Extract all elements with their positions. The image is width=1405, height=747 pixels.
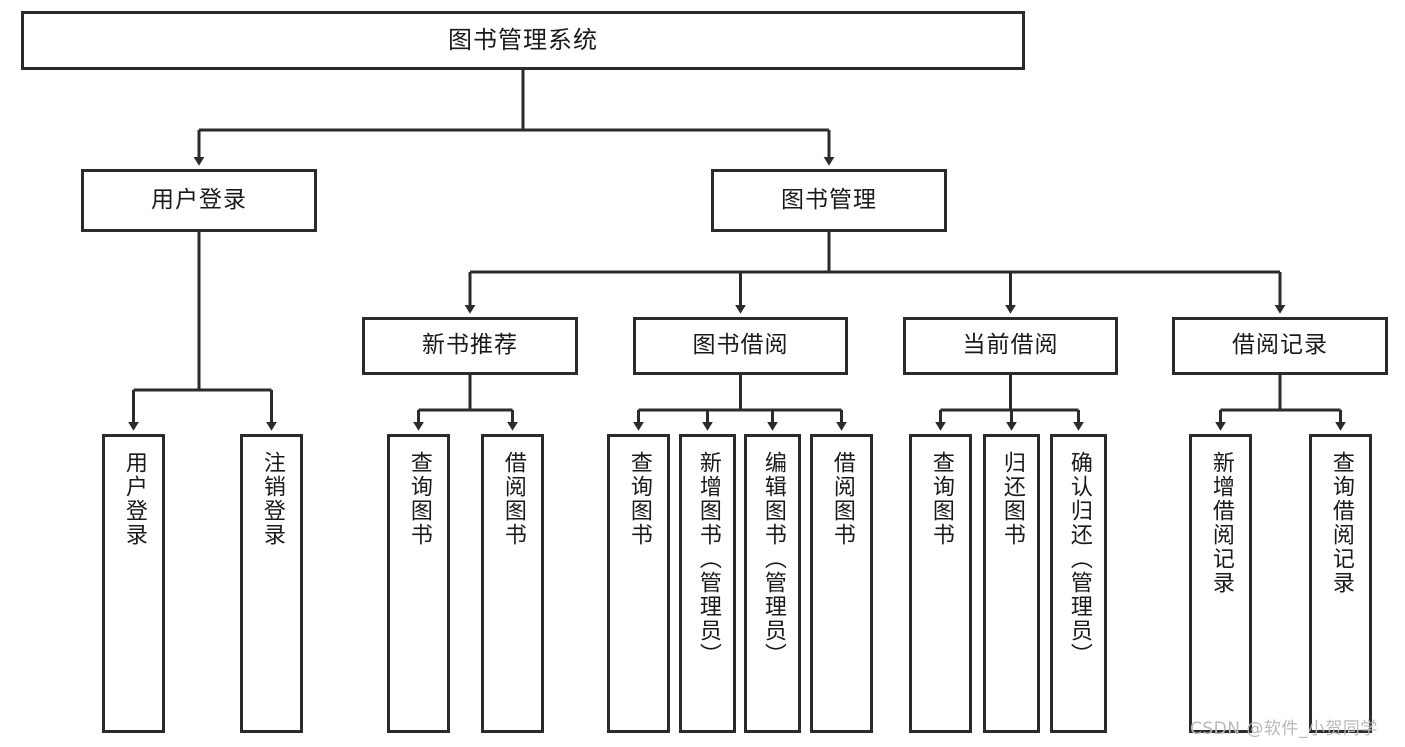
- node-leaf-11[interactable]: 新增借阅记录: [1189, 434, 1252, 733]
- node-label: 借阅图书: [500, 451, 526, 547]
- node-leaf-2[interactable]: 查询图书: [387, 434, 450, 733]
- node-label: 新增图书（管理员）: [695, 451, 721, 667]
- node-label: 借阅记录: [1232, 332, 1328, 359]
- node-leaf-9[interactable]: 归还图书: [983, 434, 1040, 733]
- node-label: 图书借阅: [692, 332, 789, 359]
- node-leaf-0[interactable]: 用户登录: [102, 434, 165, 733]
- node-horiz level2-2[interactable]: 当前借阅: [903, 317, 1118, 375]
- node-label: 注销登录: [259, 451, 285, 547]
- node-label: 用户登录: [121, 451, 147, 547]
- node-leaf-1[interactable]: 注销登录: [240, 434, 303, 733]
- node-label: 编辑图书（管理员）: [760, 451, 786, 667]
- node-leaf-5[interactable]: 新增图书（管理员）: [679, 434, 736, 733]
- node-leaf-3[interactable]: 借阅图书: [481, 434, 544, 733]
- node-label: 新增借阅记录: [1208, 451, 1234, 595]
- node-label: 当前借阅: [962, 332, 1059, 359]
- node-horiz level1-0[interactable]: 用户登录: [81, 169, 317, 232]
- node-leaf-6[interactable]: 编辑图书（管理员）: [744, 434, 801, 733]
- node-horiz level2-0[interactable]: 新书推荐: [362, 317, 578, 375]
- node-leaf-7[interactable]: 借阅图书: [810, 434, 873, 733]
- node-label: 图书管理: [781, 186, 877, 213]
- node-label: 图书管理系统: [448, 26, 598, 55]
- node-label: 借阅图书: [829, 451, 855, 547]
- node-label: 查询借阅记录: [1328, 451, 1354, 595]
- node-label: 查询图书: [626, 451, 652, 547]
- node-label: 归还图书: [999, 451, 1025, 547]
- node-label: 查询图书: [928, 451, 954, 547]
- node-horiz level2-1[interactable]: 图书借阅: [633, 317, 848, 375]
- node-label: 用户登录: [151, 186, 247, 213]
- node-horiz level1-1[interactable]: 图书管理: [711, 169, 947, 232]
- node-leaf-8[interactable]: 查询图书: [909, 434, 972, 733]
- node-label: 确认归还（管理员）: [1066, 451, 1092, 667]
- node-label: 新书推荐: [422, 332, 518, 359]
- node-leaf-12[interactable]: 查询借阅记录: [1309, 434, 1372, 733]
- node-label: 查询图书: [406, 451, 432, 547]
- node-leaf-4[interactable]: 查询图书: [607, 434, 670, 733]
- node-root horiz-0[interactable]: 图书管理系统: [21, 11, 1025, 70]
- watermark-label: CSDN @软件_小贺同学: [1190, 719, 1378, 739]
- node-leaf-10[interactable]: 确认归还（管理员）: [1050, 434, 1107, 733]
- node-horiz level2-3[interactable]: 借阅记录: [1172, 317, 1388, 375]
